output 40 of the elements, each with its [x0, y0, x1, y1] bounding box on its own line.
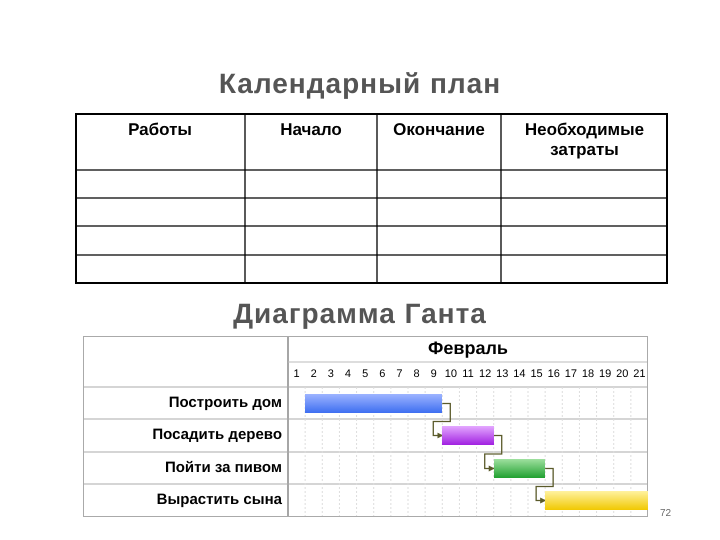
day-number: 10	[444, 368, 458, 380]
page-number: 72	[660, 508, 672, 519]
day-number: 8	[412, 368, 421, 380]
dependency-arrow	[536, 468, 554, 504]
column-header: Окончание	[392, 120, 486, 140]
task-bar	[494, 459, 546, 478]
day-number: 5	[361, 368, 370, 380]
heading: Календарный план	[218, 68, 502, 100]
day-number: 20	[615, 368, 630, 380]
day-number: 9	[430, 368, 438, 380]
day-number: 13	[495, 368, 510, 380]
day-number: 11	[461, 368, 475, 380]
dependency-arrow	[432, 402, 451, 438]
day-number: 1	[292, 368, 301, 380]
dependency-arrow	[484, 434, 502, 472]
day-number: 3	[326, 368, 335, 380]
day-number: 7	[395, 368, 404, 380]
task-bar	[545, 491, 648, 510]
heading: Диаграмма Ганта	[232, 298, 488, 330]
day-number: 12	[478, 368, 492, 380]
day-number: 21	[632, 368, 647, 380]
day-number: 19	[598, 368, 612, 380]
task-label: Построить дом	[168, 394, 282, 411]
column-header: Работы	[127, 120, 193, 140]
task-label: Посадить дерево	[151, 426, 282, 443]
column-header: Необходимые затраты	[524, 120, 646, 160]
task-bar	[305, 394, 442, 413]
day-number: 16	[546, 368, 561, 380]
month-header: Февраль	[427, 338, 509, 359]
day-number: 15	[529, 368, 544, 380]
task-bar	[442, 426, 494, 445]
day-number: 6	[378, 368, 386, 380]
task-label: Вырастить сына	[156, 491, 282, 508]
day-number: 14	[512, 368, 527, 380]
day-number: 18	[580, 368, 596, 380]
day-number: 4	[344, 368, 352, 380]
day-number: 17	[564, 368, 578, 380]
column-header: Начало	[279, 120, 343, 140]
task-label: Пойти за пивом	[164, 459, 282, 476]
day-number: 2	[310, 368, 318, 380]
